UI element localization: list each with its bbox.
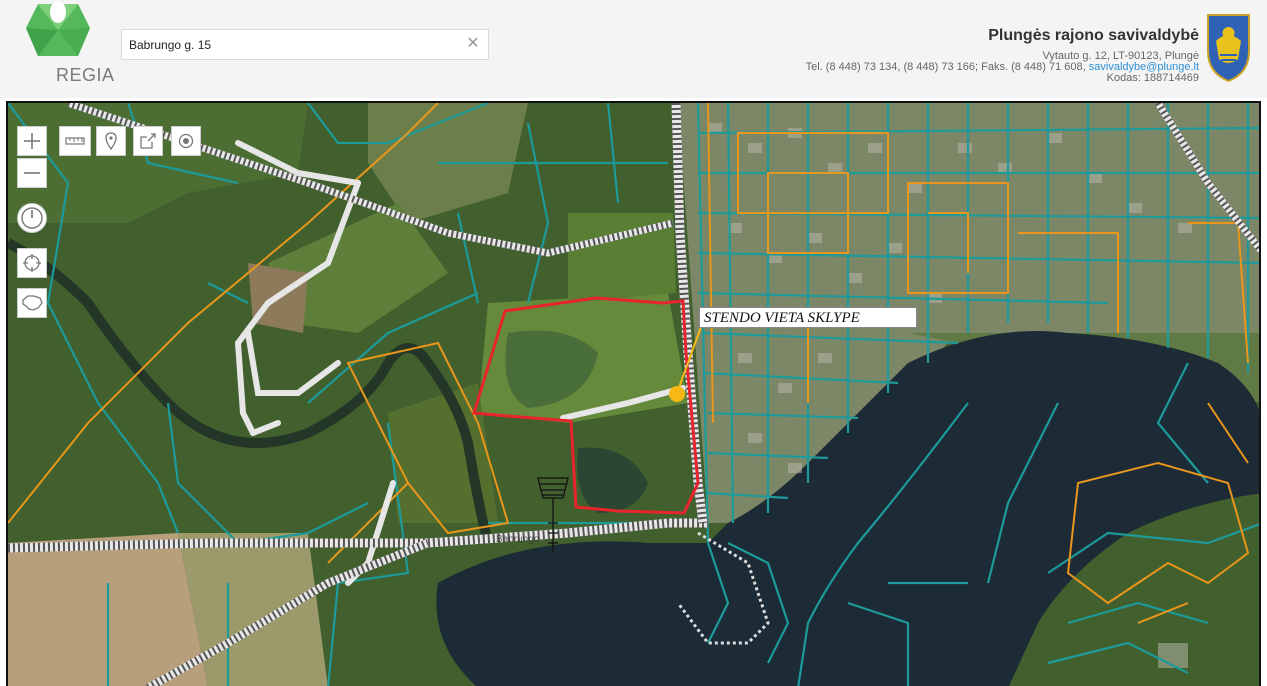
clock-icon	[21, 207, 43, 229]
search-box[interactable]: ✕	[121, 29, 489, 60]
record-button[interactable]	[171, 126, 201, 156]
history-button[interactable]	[17, 203, 47, 233]
map-pin-icon	[105, 132, 117, 150]
share-button[interactable]	[133, 126, 163, 156]
map-view[interactable]: Babrungo STENDO VIETA SKLYPE	[6, 101, 1261, 686]
ruler-icon	[65, 137, 85, 145]
logo-text: REGIA	[56, 65, 115, 85]
coat-of-arms	[1204, 11, 1253, 83]
app-header: REGIA ✕ Plungės rajono savivaldybė Vytau…	[0, 0, 1267, 98]
map-canvas[interactable]: Babrungo	[8, 103, 1261, 686]
lithuania-outline-icon	[22, 295, 43, 311]
target-icon	[178, 133, 194, 149]
municipality-name: Plungės rajono savivaldybė	[988, 27, 1199, 44]
municipality-email-link[interactable]: savivaldybe@plunge.lt	[1088, 61, 1199, 73]
clear-search-icon[interactable]: ✕	[466, 35, 480, 52]
location-marker-icon[interactable]	[669, 386, 685, 402]
zoom-out-button[interactable]	[17, 158, 47, 188]
municipality-info: Plungės rajono savivaldybė Vytauto g. 12…	[806, 27, 1199, 84]
zoom-in-button[interactable]	[17, 126, 47, 156]
share-icon	[140, 133, 156, 149]
dam-symbol-icon	[537, 477, 569, 553]
highlighted-parcel[interactable]	[472, 296, 700, 515]
municipality-code: Kodas: 188714469	[1106, 72, 1199, 84]
municipality-address: Vytauto g. 12, LT-90123, Plungė	[1042, 50, 1199, 62]
regia-logo-icon	[26, 1, 90, 56]
address-search-input[interactable]	[122, 30, 462, 59]
country-extent-button[interactable]	[17, 288, 47, 318]
road-label: Babrungo	[496, 534, 540, 545]
municipality-contacts: Tel. (8 448) 73 134, (8 448) 73 166; Fak…	[806, 62, 1199, 73]
marker-button[interactable]	[96, 126, 126, 156]
locate-button[interactable]	[17, 248, 47, 278]
map-annotation-label: STENDO VIETA SKLYPE	[699, 307, 917, 328]
crosshair-icon	[23, 254, 41, 272]
plus-icon	[24, 133, 40, 149]
regia-logo[interactable]: REGIA	[26, 0, 114, 95]
measure-button[interactable]	[59, 126, 91, 156]
minus-icon	[24, 172, 40, 174]
annotation-leader	[676, 326, 702, 394]
municipality-phones: Tel. (8 448) 73 134, (8 448) 73 166; Fak…	[805, 61, 1086, 73]
coat-of-arms-icon	[1207, 14, 1250, 83]
